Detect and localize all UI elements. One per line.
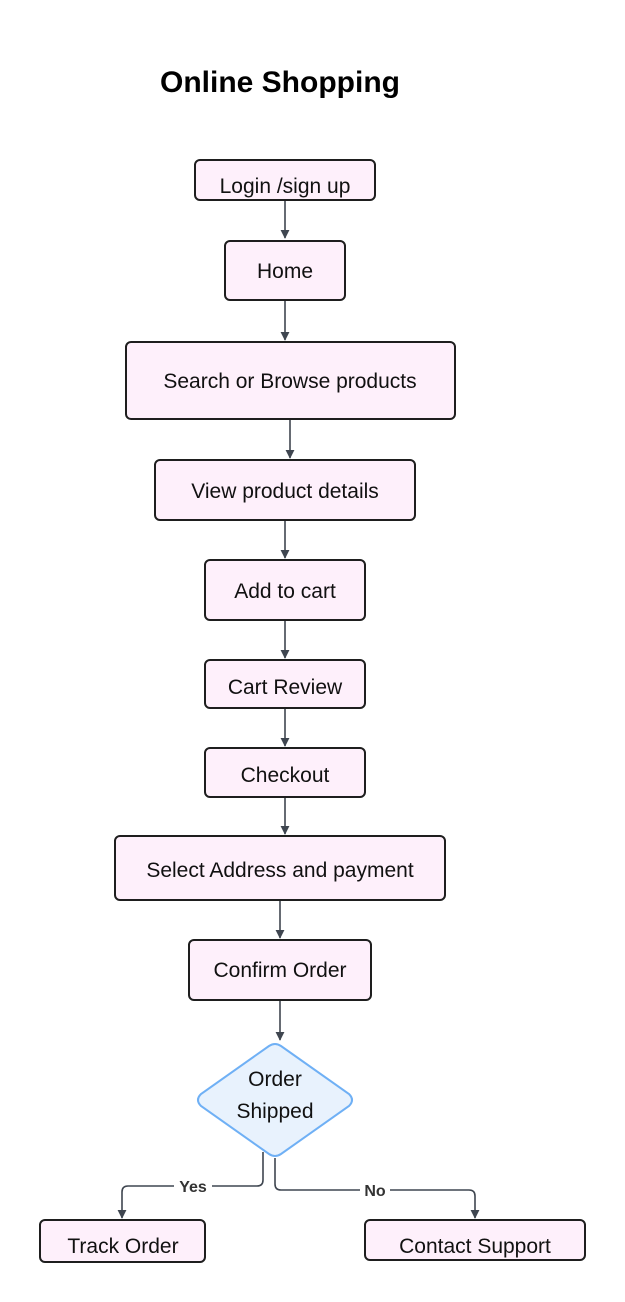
node-confirm-order: Confirm Order [188,939,372,1001]
edge-label-no-text: No [364,1183,386,1200]
node-login-label: Login /sign up [220,175,351,198]
edge-label-yes-text: Yes [179,1179,207,1196]
node-add-to-cart-label: Add to cart [234,580,336,603]
node-search-label: Search or Browse products [163,370,416,393]
node-track-order: Track Order [39,1219,206,1263]
node-search: Search or Browse products [125,341,456,420]
node-contact-support-label: Contact Support [399,1235,551,1258]
node-home-label: Home [257,260,313,283]
node-home: Home [224,240,346,301]
edge-label-no: No [360,1181,390,1200]
node-checkout: Checkout [204,747,366,798]
node-order-shipped-decision: Order Shipped [197,1043,353,1157]
node-view-details: View product details [154,459,416,521]
edge-label-yes: Yes [174,1177,212,1196]
node-track-order-label: Track Order [67,1235,178,1258]
node-add-to-cart: Add to cart [204,559,366,621]
node-select-address: Select Address and payment [114,835,446,901]
node-contact-support: Contact Support [364,1219,586,1261]
node-checkout-label: Checkout [241,764,330,787]
node-order-shipped-label-line2: Shipped [236,1100,313,1123]
node-select-address-label: Select Address and payment [146,859,413,882]
diagram-title: Online Shopping [160,66,400,99]
node-view-details-label: View product details [191,480,379,503]
node-cart-review: Cart Review [204,659,366,709]
node-confirm-order-label: Confirm Order [213,959,346,982]
node-login: Login /sign up [194,159,376,201]
node-order-shipped-label-line1: Order [248,1068,302,1091]
node-cart-review-label: Cart Review [228,676,343,699]
